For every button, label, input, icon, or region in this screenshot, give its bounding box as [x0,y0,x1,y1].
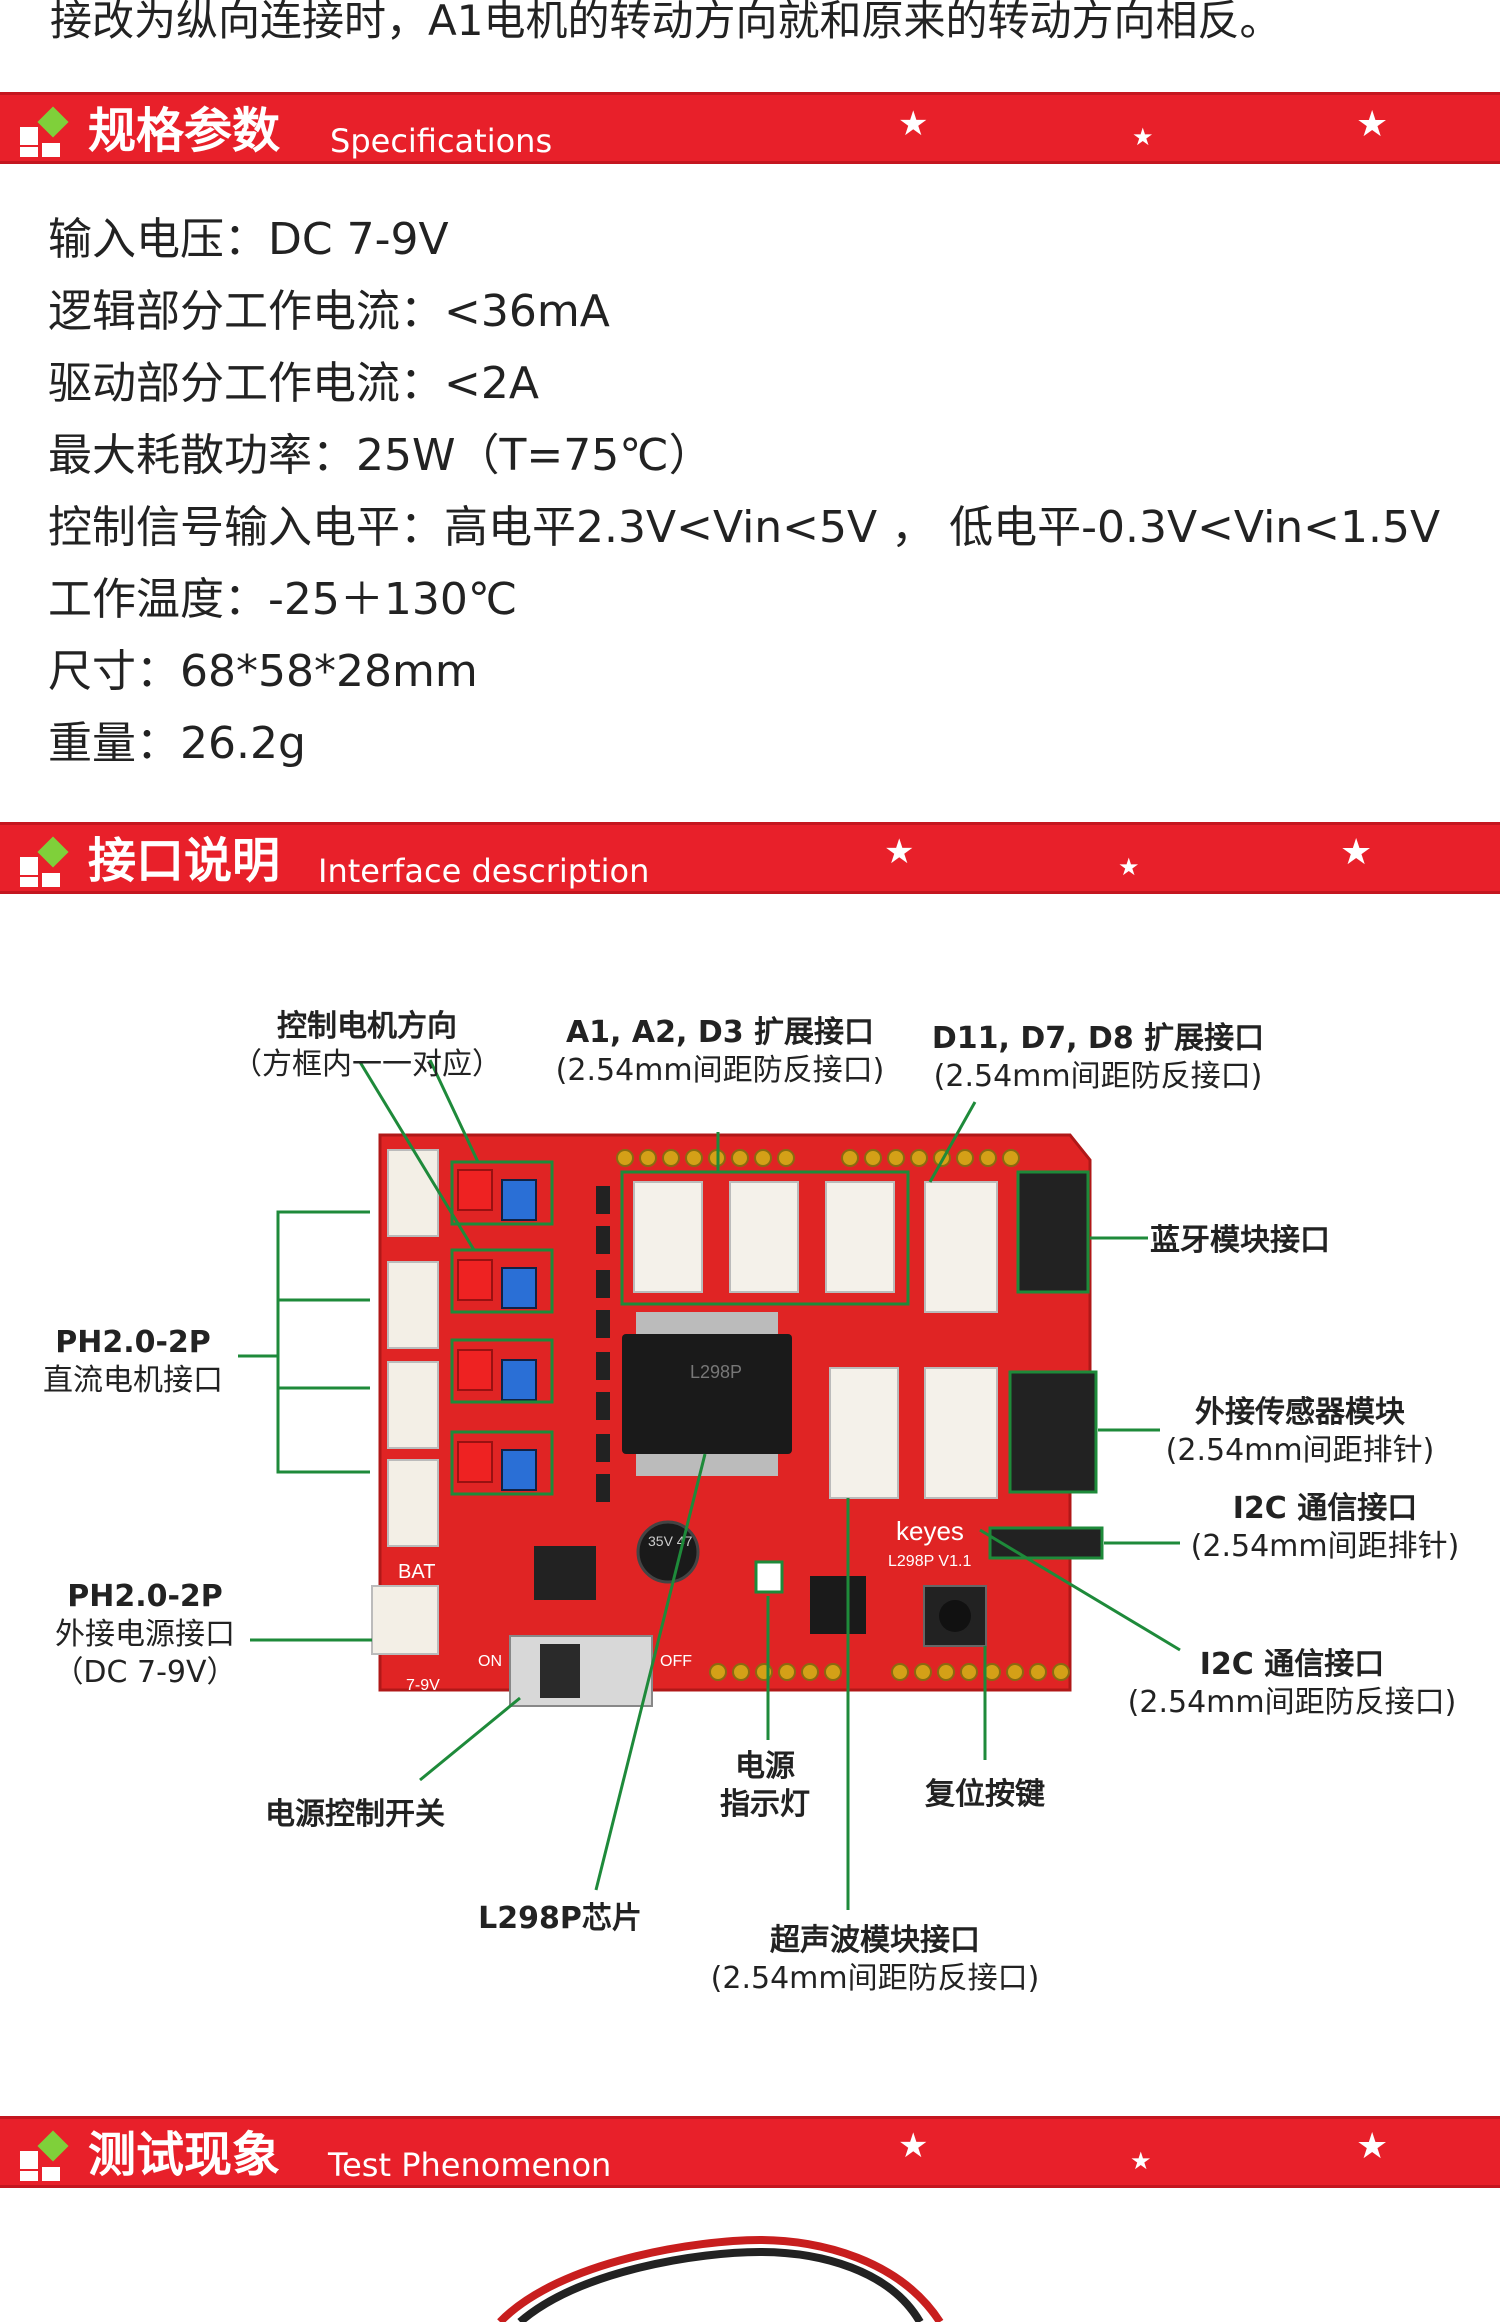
label-ultrasonic: 超声波模块接口 (2.54mm间距防反接口) [710,1923,1040,1996]
power-switch-knob [540,1644,580,1698]
off-text: OFF [660,1653,692,1670]
power-switch-body [509,1635,653,1707]
star-icon: ★ [1356,2126,1389,2167]
label-i2c-pins: I2C 通信接口 (2.54mm间距排针) [1190,1491,1460,1564]
star-icon: ★ [1356,104,1389,145]
star-icon: ★ [1130,2147,1152,2175]
section-title-en: Test Phenomenon [328,2146,612,2184]
star-icon: ★ [1118,853,1140,881]
voltage-regulator [534,1546,596,1600]
brand-logo-icon [20,106,72,157]
intro-tail-text: 接改为纵向连接时，A1电机的转动方向就和原来的转动方向相反。 [50,0,1282,45]
label-a1a2d3: A1, A2, D3 扩展接口 (2.54mm间距防反接口) [555,1015,885,1088]
spec-list: 输入电压：DC 7-9V 逻辑部分工作电流：<36mA 驱动部分工作电流：<2A… [48,210,1468,786]
wire-illustration [497,2235,944,2322]
spec-item: 输入电压：DC 7-9V [48,214,449,265]
header-holes-bottom [709,1663,1070,1681]
i2c-ic [810,1576,866,1634]
section-title-cn: 规格参数 [88,103,281,159]
header-holes-top [616,1149,1020,1167]
smd-components [596,1186,610,1502]
power-led [754,1560,784,1594]
star-icon: ★ [884,832,915,872]
section-title-en: Specifications [330,122,553,160]
label-power-led: 电源 指示灯 [720,1749,810,1822]
brand-logo-icon [20,2130,72,2181]
l298p-chip: L298P [622,1312,792,1476]
sensor-header [1008,1370,1098,1494]
expansion-sockets [633,1181,998,1499]
label-i2c-socket: I2C 通信接口 (2.54mm间距防反接口) [1127,1647,1457,1720]
capacitor [636,1520,700,1584]
label-power-switch: 电源控制开关 [265,1797,445,1832]
spec-item: 驱动部分工作电流：<2A [48,358,539,409]
label-sensor: 外接传感器模块 (2.54mm间距排针) [1165,1395,1435,1468]
brand-text: keyes [896,1516,964,1546]
star-icon: ★ [898,104,929,144]
on-text: ON [478,1653,502,1670]
label-chip: L298P芯片 [478,1901,642,1936]
label-reset: 复位按键 [925,1777,1045,1812]
spec-item: 逻辑部分工作电流：<36mA [48,286,610,337]
label-motor-direction: 控制电机方向 （方框内一一对应） [232,1009,502,1082]
reset-button-cap [939,1600,971,1632]
star-icon: ★ [898,2126,929,2166]
bluetooth-header [1016,1170,1090,1294]
i2c-pin-header [988,1526,1104,1560]
label-d11d7d8: D11, D7, D8 扩展接口 (2.54mm间距防反接口) [931,1021,1265,1094]
spec-item: 控制信号输入电平：高电平2.3V<Vin<5V ， 低电平-0.3V<Vin<1… [48,502,1441,553]
star-icon: ★ [1340,832,1373,873]
callout-lines [238,1059,1181,1910]
bat-text: BAT [398,1561,435,1583]
section-title-cn: 测试现象 [88,2127,281,2183]
section-banner-test: 测试现象 Test Phenomenon ★ ★ ★ [0,2116,1500,2188]
model-text: L298P V1.1 [888,1553,971,1570]
direction-jumpers [457,1169,537,1491]
motor-connectors [371,1149,439,1655]
section-banner-interface: 接口说明 Interface description ★ ★ ★ [0,822,1500,894]
label-external-power: PH2.0-2P 外接电源接口 （DC 7-9V） [53,1579,237,1690]
label-dc-motor: PH2.0-2P 直流电机接口 [43,1325,223,1398]
spec-item: 尺寸：68*58*28mm [48,646,478,697]
label-bluetooth: 蓝牙模块接口 [1150,1223,1330,1258]
brand-logo-icon [20,836,72,887]
star-icon: ★ [1132,123,1154,151]
spec-item: 重量：26.2g [48,718,306,769]
voltage-text: 7-9V [406,1677,440,1694]
section-banner-specs: 规格参数 Specifications ★ ★ ★ [0,92,1500,164]
spec-item: 工作温度：-25＋130℃ [48,574,518,625]
section-title-en: Interface description [318,852,650,890]
chip-mark-text: L298P [690,1362,742,1382]
spec-item: 最大耗散功率：25W（T=75℃） [48,430,713,481]
section-title-cn: 接口说明 [88,833,281,889]
